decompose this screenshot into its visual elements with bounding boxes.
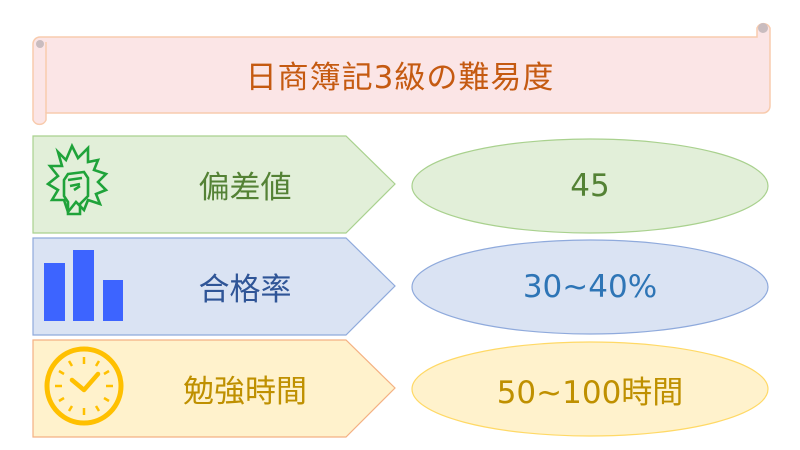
bar-chart-icon xyxy=(44,250,123,321)
value-ellipse-row-1 xyxy=(411,138,769,234)
page-title: 日商簿記3級の難易度 xyxy=(245,59,555,96)
row-value-deviation: 45 xyxy=(570,168,610,204)
row-label-pass-rate: 合格率 xyxy=(198,272,292,308)
clock-icon xyxy=(44,346,124,426)
value-ellipse-row-2 xyxy=(411,239,769,335)
row-value-study-time: 50~100時間 xyxy=(496,374,684,411)
value-ellipse-row-3 xyxy=(411,341,769,437)
fist-icon xyxy=(45,142,109,216)
row-label-study-time: 勉強時間 xyxy=(183,374,307,410)
arrow-shape-row-3 xyxy=(32,339,396,438)
title-banner xyxy=(32,22,771,126)
arrow-shape-row-2 xyxy=(32,237,396,336)
row-label-deviation: 偏差値 xyxy=(198,170,292,206)
row-value-pass-rate: 30~40% xyxy=(522,269,658,305)
arrow-shape-row-1 xyxy=(32,135,396,234)
